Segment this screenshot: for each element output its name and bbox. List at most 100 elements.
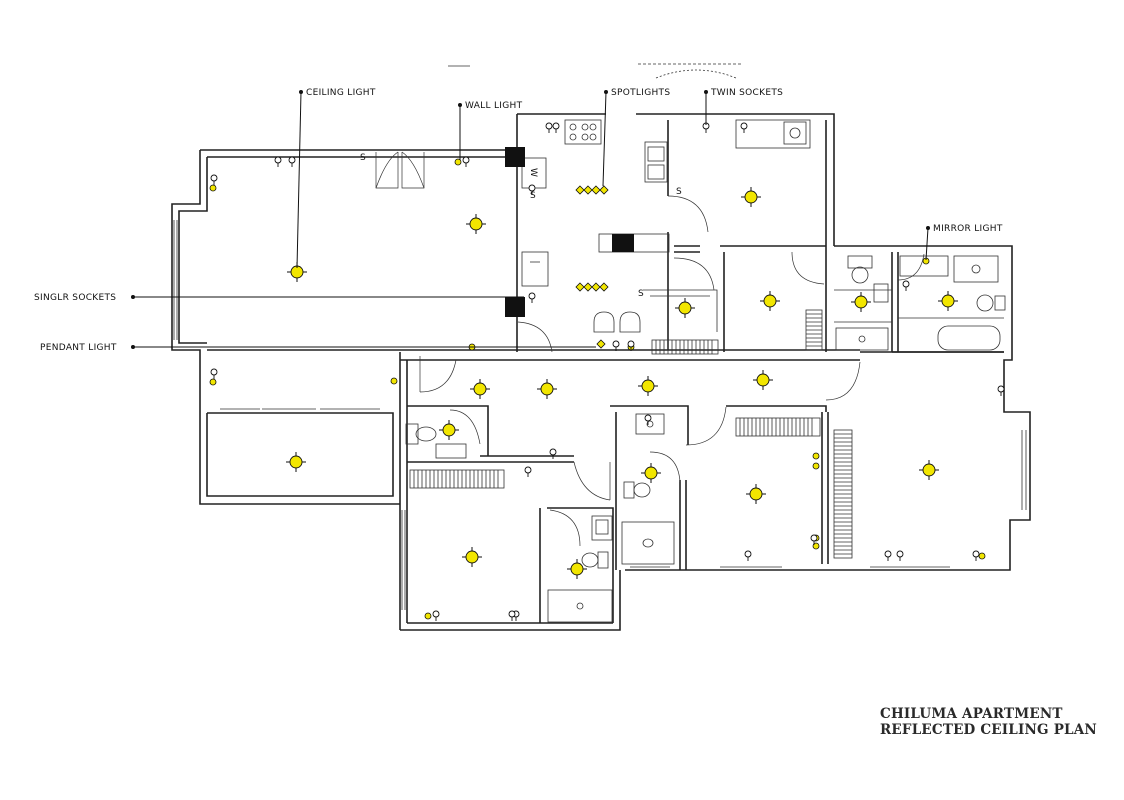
wall-light-icon bbox=[454, 158, 462, 166]
wall-light-label: WALL LIGHT bbox=[465, 101, 523, 111]
radiator-right-bed bbox=[833, 429, 853, 559]
spotlight-icon bbox=[596, 339, 606, 349]
socket-icon bbox=[210, 174, 218, 185]
ceiling-light-icon bbox=[675, 298, 695, 318]
twin-sockets-label: TWIN SOCKETS bbox=[710, 88, 783, 98]
ceiling-light-icon bbox=[851, 292, 871, 312]
socket-icon bbox=[288, 156, 296, 167]
legend-wall-light: WALL LIGHT bbox=[458, 101, 523, 160]
socket-icon bbox=[902, 280, 910, 291]
drawing-title: CHILUMA APARTMENT bbox=[880, 706, 1063, 722]
spotlight-icon bbox=[591, 185, 601, 195]
ceiling-light-icon bbox=[439, 420, 459, 440]
spotlight-icon bbox=[575, 185, 585, 195]
ceiling-light-icon bbox=[567, 559, 587, 579]
spotlight-icon bbox=[591, 282, 601, 292]
spotlights-label: SPOTLIGHTS bbox=[611, 88, 670, 98]
ceiling-lights bbox=[286, 187, 958, 579]
socket-icon bbox=[744, 550, 752, 561]
socket-icon bbox=[627, 340, 635, 351]
doors bbox=[375, 151, 925, 547]
socket-icon bbox=[274, 156, 282, 167]
spotlight-icon bbox=[583, 282, 593, 292]
wall-light-icon bbox=[209, 378, 217, 386]
spotlight-icon bbox=[599, 185, 609, 195]
legend-ceiling-light: CEILING LIGHT bbox=[296, 88, 376, 269]
ceiling-light-icon bbox=[753, 370, 773, 390]
wall-light-icon bbox=[812, 542, 820, 550]
switch-marker: S bbox=[638, 289, 644, 299]
switch-marker: S bbox=[676, 187, 682, 197]
socket-icon bbox=[528, 184, 536, 195]
wall-light-icon bbox=[812, 452, 820, 460]
wall-light-icon bbox=[812, 462, 820, 470]
ceiling-light-icon bbox=[286, 452, 306, 472]
socket-icon bbox=[549, 448, 557, 459]
socket-icon bbox=[462, 156, 470, 167]
socket-icon bbox=[972, 550, 980, 561]
socket-icon bbox=[612, 340, 620, 351]
ceiling-light-icon bbox=[466, 214, 486, 234]
socket-icon bbox=[508, 610, 516, 621]
socket-icon bbox=[524, 466, 532, 477]
switch-marker: S bbox=[530, 191, 536, 201]
spotlight-icon bbox=[583, 185, 593, 195]
wall-light-icon bbox=[390, 377, 398, 385]
socket-icon bbox=[210, 368, 218, 379]
radiators bbox=[409, 309, 853, 559]
windows bbox=[173, 63, 1027, 610]
drawing-subtitle: REFLECTED CEILING PLAN bbox=[880, 722, 1097, 738]
wall-light-icon bbox=[209, 184, 217, 192]
ceiling-light-icon bbox=[760, 291, 780, 311]
fixtures: W bbox=[405, 119, 1006, 623]
socket-icon bbox=[552, 122, 560, 133]
socket-icon bbox=[644, 414, 652, 425]
socket-icon bbox=[896, 550, 904, 561]
legend-single-sockets: SINGLR SOCKETS bbox=[34, 293, 524, 303]
washer-label: W bbox=[528, 168, 538, 177]
legend-twin-sockets: TWIN SOCKETS bbox=[704, 88, 783, 125]
socket-icon bbox=[884, 550, 892, 561]
ceiling-light-icon bbox=[537, 379, 557, 399]
wall-light-icon bbox=[978, 552, 986, 560]
spotlight-icon bbox=[599, 282, 609, 292]
mirror-light-label: MIRROR LIGHT bbox=[933, 224, 1003, 234]
title-block: CHILUMA APARTMENT REFLECTED CEILING PLAN bbox=[880, 706, 1097, 738]
ceiling-light-icon bbox=[919, 460, 939, 480]
ceiling-light-icon bbox=[470, 379, 490, 399]
socket-icon bbox=[810, 534, 818, 545]
radiator-left-bed bbox=[409, 469, 505, 489]
legend-mirror-light: MIRROR LIGHT bbox=[925, 224, 1003, 261]
ceiling-light-label: CEILING LIGHT bbox=[306, 88, 376, 98]
walls bbox=[171, 113, 1031, 631]
spotlight-icon bbox=[575, 282, 585, 292]
ceiling-light-icon bbox=[741, 187, 761, 207]
wall-light-icon bbox=[424, 612, 432, 620]
hob-fixture bbox=[564, 119, 602, 145]
legend-spotlights: SPOTLIGHTS bbox=[602, 88, 670, 187]
legend: CEILING LIGHT WALL LIGHT SPOTLIGHTS TWIN… bbox=[34, 88, 1003, 353]
fridge-fixture bbox=[521, 251, 549, 287]
socket-icon bbox=[432, 610, 440, 621]
pendant-light-label: PENDANT LIGHT bbox=[40, 343, 117, 353]
socket-icon bbox=[740, 122, 748, 133]
spotlights bbox=[575, 185, 609, 349]
legend-pendant-light: PENDANT LIGHT bbox=[40, 343, 596, 353]
socket-icon bbox=[528, 292, 536, 303]
ceiling-light-icon bbox=[641, 463, 661, 483]
sockets: S S S S bbox=[210, 122, 1005, 621]
ceiling-light-icon bbox=[746, 484, 766, 504]
wall-lights bbox=[209, 158, 986, 620]
socket-icon bbox=[997, 385, 1005, 396]
single-sockets-label: SINGLR SOCKETS bbox=[34, 293, 116, 303]
radiator-mid-bed bbox=[735, 417, 821, 437]
ceiling-light-icon bbox=[638, 376, 658, 396]
ceiling-light-icon bbox=[462, 547, 482, 567]
kitchen-sink bbox=[644, 141, 668, 183]
socket-icon bbox=[545, 122, 553, 133]
radiator-bath bbox=[805, 309, 823, 351]
switch-marker: S bbox=[360, 153, 366, 163]
ceiling-light-icon bbox=[938, 291, 958, 311]
